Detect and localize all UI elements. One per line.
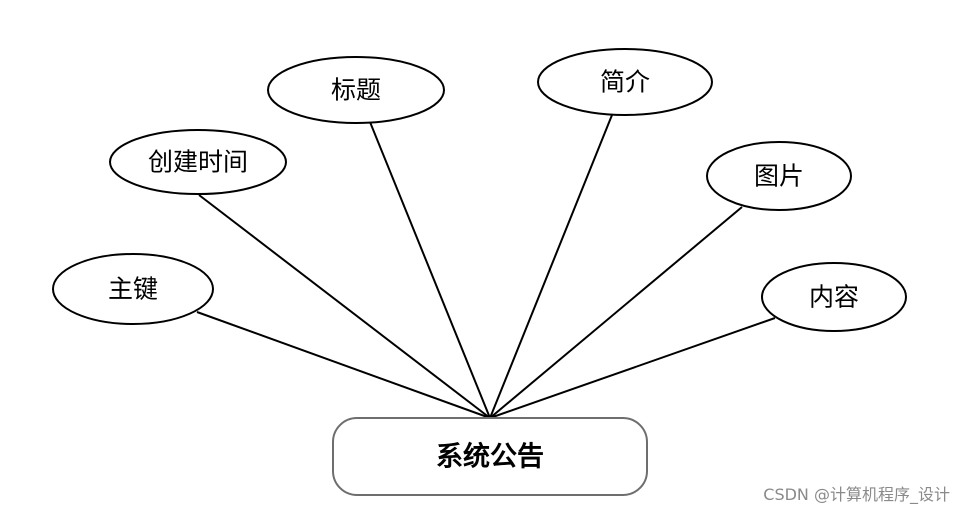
- attribute-ellipse: [52, 253, 214, 325]
- attribute-create-time: 创建时间: [109, 129, 287, 195]
- attribute-ellipse: [109, 129, 287, 195]
- attribute-label: 图片: [754, 162, 804, 191]
- attribute-label: 简介: [600, 68, 650, 97]
- connector-line-title: [369, 121, 491, 419]
- attribute-ellipse: [267, 56, 445, 124]
- attribute-ellipse: [761, 262, 907, 332]
- attribute-title: 标题: [267, 56, 445, 124]
- attribute-label: 标题: [331, 76, 381, 105]
- entity-box: [332, 417, 648, 496]
- attribute-image: 图片: [706, 141, 852, 211]
- attribute-summary: 简介: [537, 48, 713, 116]
- attribute-ellipse: [706, 141, 852, 211]
- attribute-label: 主键: [108, 275, 158, 304]
- connector-line-image: [489, 206, 743, 419]
- connector-line-content: [489, 317, 776, 419]
- attribute-primary-key: 主键: [52, 253, 214, 325]
- connector-line-primary-key: [196, 311, 491, 419]
- attribute-ellipse: [537, 48, 713, 116]
- attribute-label: 创建时间: [148, 148, 248, 177]
- attribute-content: 内容: [761, 262, 907, 332]
- entity-system-notice: 系统公告: [332, 417, 648, 496]
- attribute-label: 内容: [809, 283, 859, 312]
- watermark: CSDN @计算机程序_设计: [763, 485, 950, 504]
- entity-label: 系统公告: [436, 441, 544, 473]
- connector-line-summary: [489, 114, 613, 419]
- connector-line-create-time: [198, 194, 491, 419]
